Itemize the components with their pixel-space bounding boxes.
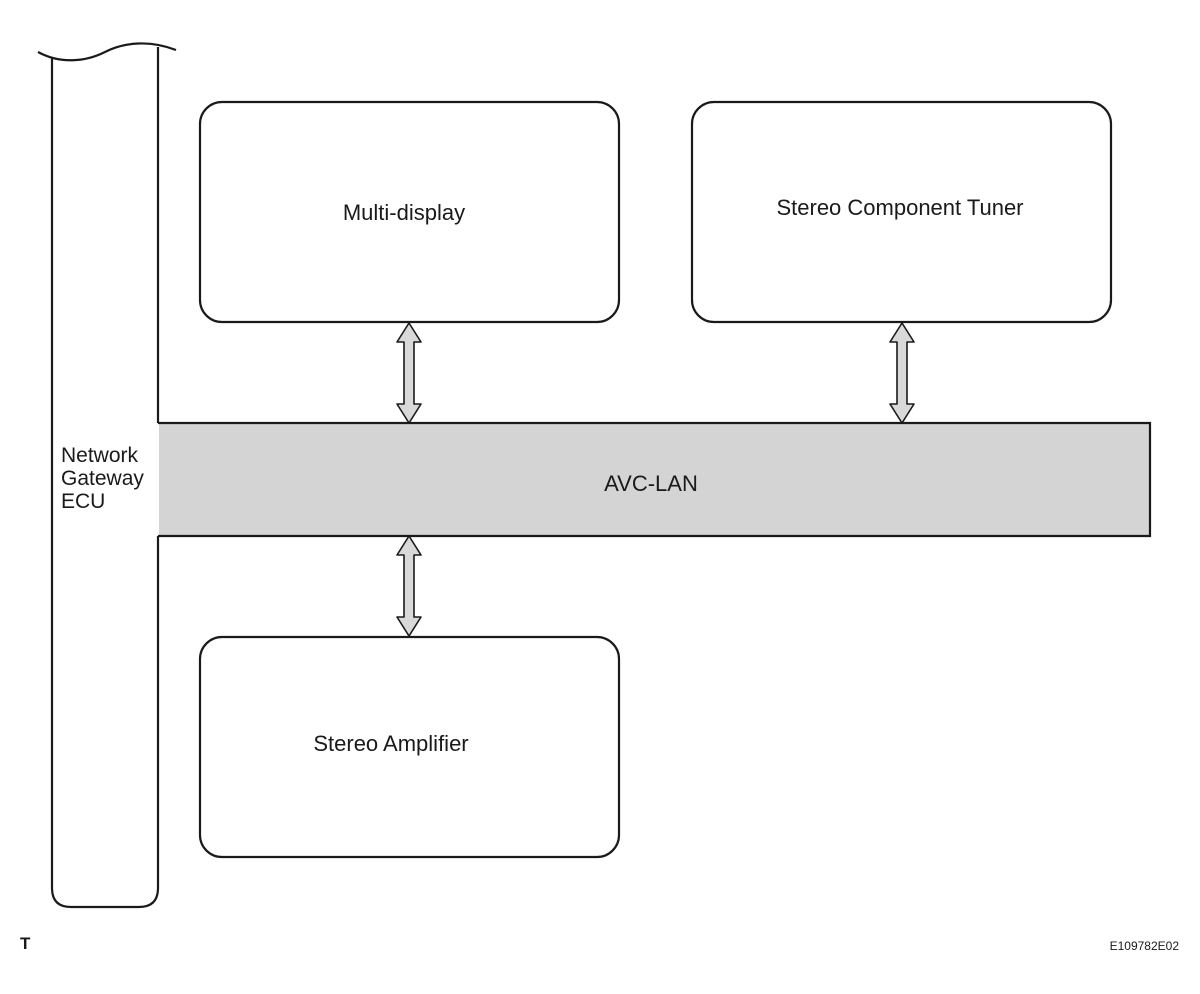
stereo-component-tuner-label: Stereo Component Tuner (776, 195, 1023, 220)
stereo-component-tuner-frame (690, 100, 1113, 324)
gateway-label-line-3: ECU (61, 490, 105, 513)
avc-lan-label: AVC-LAN (604, 471, 698, 496)
avc-lan-bus-outline (158, 421, 1152, 538)
gateway-ecu-outline (50, 47, 160, 909)
avc-lan-bus: AVC-LAN (158, 421, 1152, 538)
corner-mark-t: T (20, 934, 31, 953)
gateway-label-line-1: Network (61, 444, 139, 467)
stereo-amplifier-label: Stereo Amplifier (313, 731, 468, 756)
stereo-component-tuner-box: Stereo Component Tuner (690, 100, 1113, 324)
gateway-break-line (37, 42, 177, 62)
avc-lan-bus-fill (159, 423, 1150, 536)
amplifier-bus-double-arrow (396, 535, 422, 637)
gateway-label-line-2: Gateway (61, 467, 144, 490)
multi-display-frame (198, 100, 621, 324)
multi-display-bus-double-arrow (396, 322, 422, 424)
tuner-bus-double-arrow (889, 322, 915, 424)
figure-code: E109782E02 (1110, 939, 1180, 953)
stereo-amplifier-box: Stereo Amplifier (198, 635, 621, 859)
stereo-amplifier-frame (198, 635, 621, 859)
multi-display-label: Multi-display (343, 200, 465, 225)
network-gateway-ecu: Network Gateway ECU (37, 42, 177, 909)
multi-display-box: Multi-display (198, 100, 621, 324)
svg-text:Network Gateway EC: Network Gateway ECU (61, 444, 150, 513)
